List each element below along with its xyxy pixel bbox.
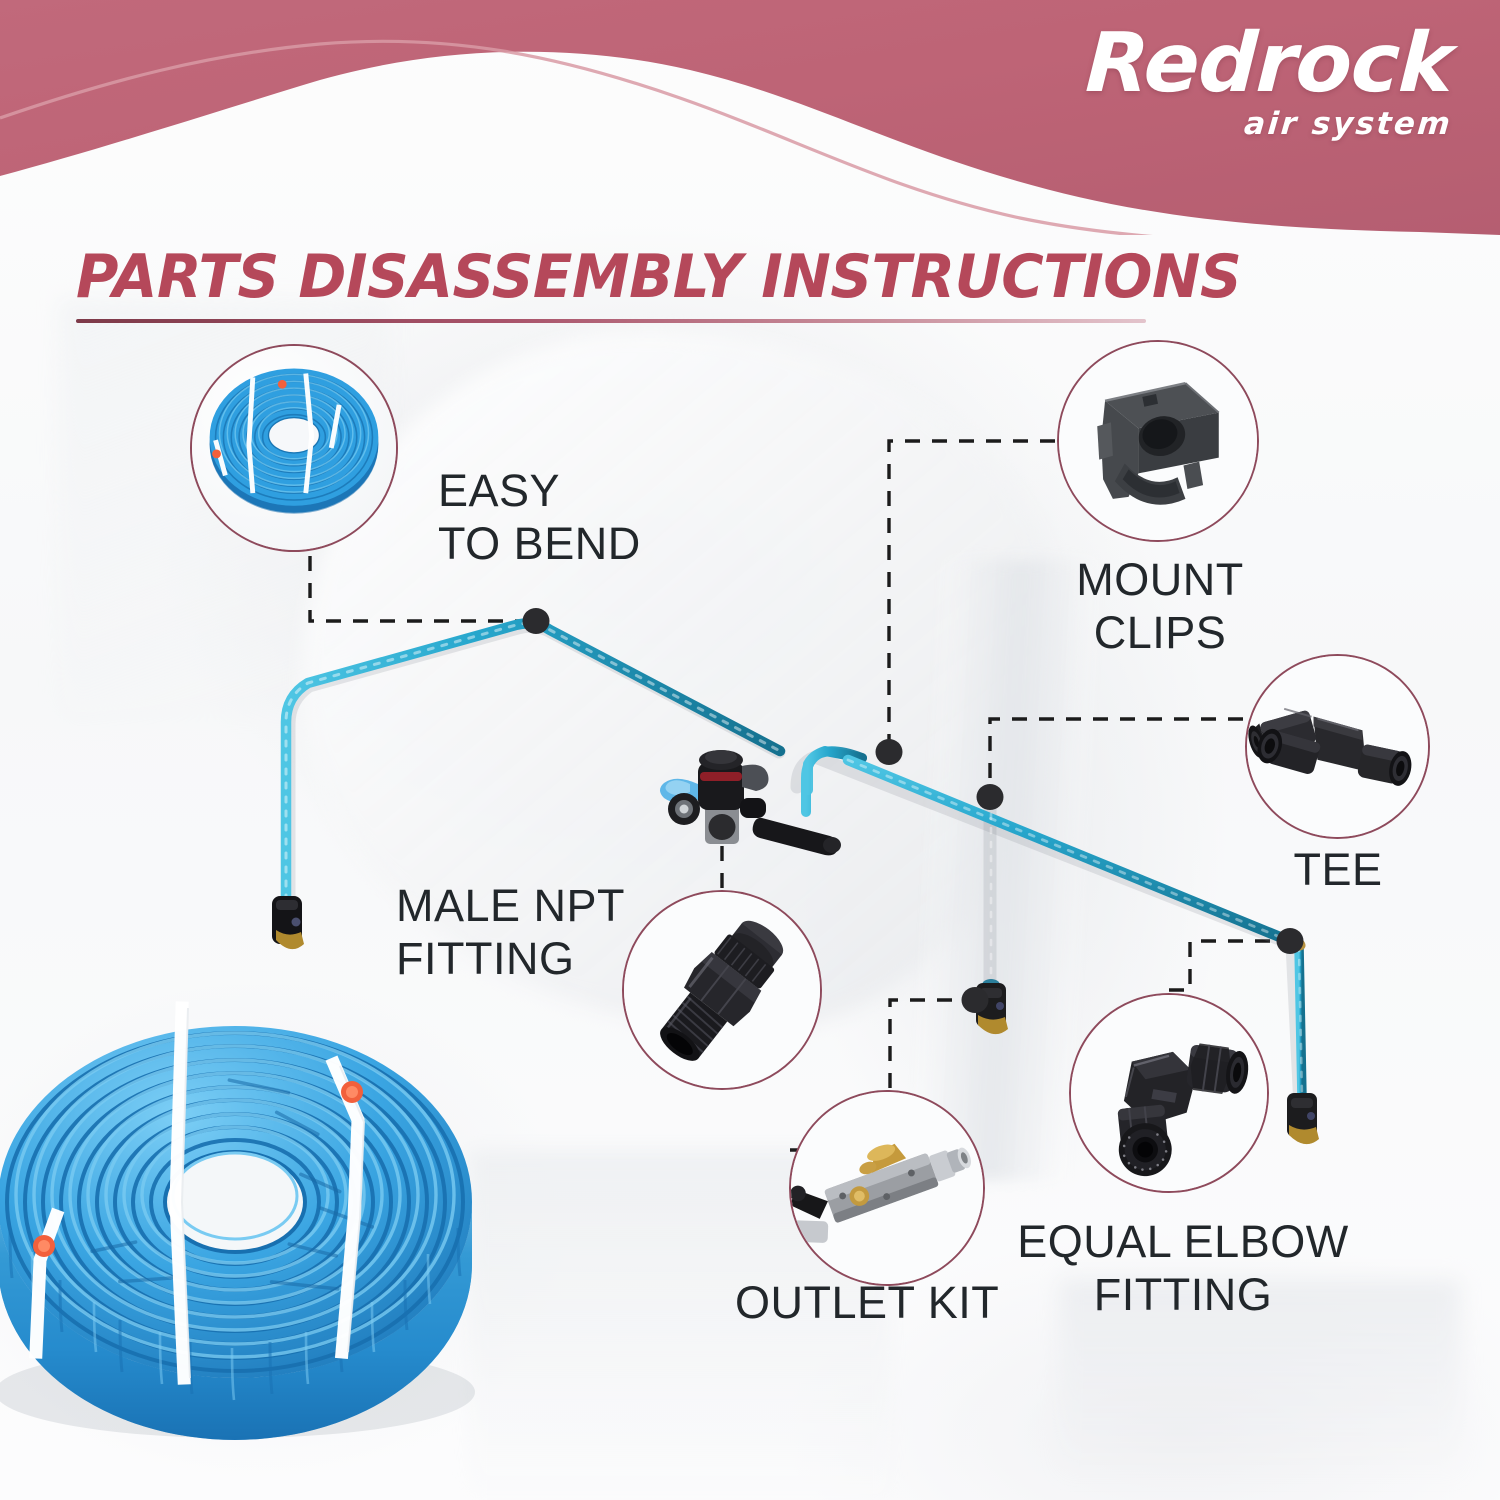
tube-main-left-highlight (284, 621, 782, 902)
equal-elbow-fitting-photo (1071, 995, 1267, 1191)
callout-label-male-npt-fitting: MALE NPT FITTING (396, 880, 626, 985)
tube-main-right-highlight (846, 758, 1294, 944)
callout-label-tee: TEE (1293, 844, 1383, 895)
page-title-block: PARTS DISASSEMBLY INSTRUCTIONS (76, 246, 1256, 323)
anchor-dot-equal-elbow (1276, 928, 1304, 954)
callout-tee (1245, 654, 1430, 839)
callout-label-equal-elbow-fitting: EQUAL ELBOW FITTING (1017, 1216, 1349, 1321)
tube-branch-right-drop (1294, 941, 1307, 1103)
tee-fitting-photo (1247, 656, 1428, 837)
tube-main-right-run (842, 754, 1298, 948)
callout-label-outlet-kit: OUTLET KIT (735, 1277, 1000, 1328)
tube-valve-riser (801, 746, 867, 817)
callout-label-mount-clips: MOUNT CLIPS (1076, 554, 1244, 659)
leader-equal-elbow (1169, 939, 1290, 992)
leader-tee (988, 717, 1243, 797)
title-underline (76, 319, 1146, 323)
fitting-left-terminal (272, 896, 304, 950)
fitting-elbow-right-drop (1287, 1093, 1319, 1145)
callout-label-easy-to-bend: EASY TO BEND (438, 465, 641, 570)
callout-male-npt-fitting (622, 890, 822, 1090)
hero-blue-air-hose-coil (0, 980, 510, 1450)
callout-easy-to-bend (190, 344, 398, 552)
banner-accent-curve (0, 39, 1155, 235)
anchor-dot-mount-clips (875, 739, 903, 765)
anchor-dot-tee (976, 784, 1004, 810)
male-npt-fitting-photo (624, 892, 820, 1088)
anchor-dot-outlet-kit (961, 987, 989, 1013)
callout-equal-elbow-fitting (1069, 993, 1269, 1193)
banner-shape (0, 0, 1500, 235)
callout-mount-clips (1057, 340, 1259, 542)
callout-outlet-kit (789, 1090, 985, 1286)
hero-coil-photo (0, 1001, 475, 1440)
tube-main-left-run (280, 618, 786, 906)
outlet-kit-valve-photo (791, 1092, 983, 1284)
header-banner: Redrock air system (0, 0, 1500, 235)
tube-branch-right-drop-highlight (1297, 944, 1304, 1100)
page-title: PARTS DISASSEMBLY INSTRUCTIONS (76, 242, 1242, 312)
valve-regulator-assembly (660, 750, 841, 856)
pipe-mount-clip-photo (1059, 342, 1257, 540)
anchor-dot-easy-to-bend (522, 608, 550, 634)
tube-u-bend (803, 746, 867, 795)
fitting-elbow-outlet (976, 983, 1008, 1035)
anchor-dot-male-npt (708, 814, 736, 840)
blue-hose-coil-small-photo (192, 346, 396, 550)
